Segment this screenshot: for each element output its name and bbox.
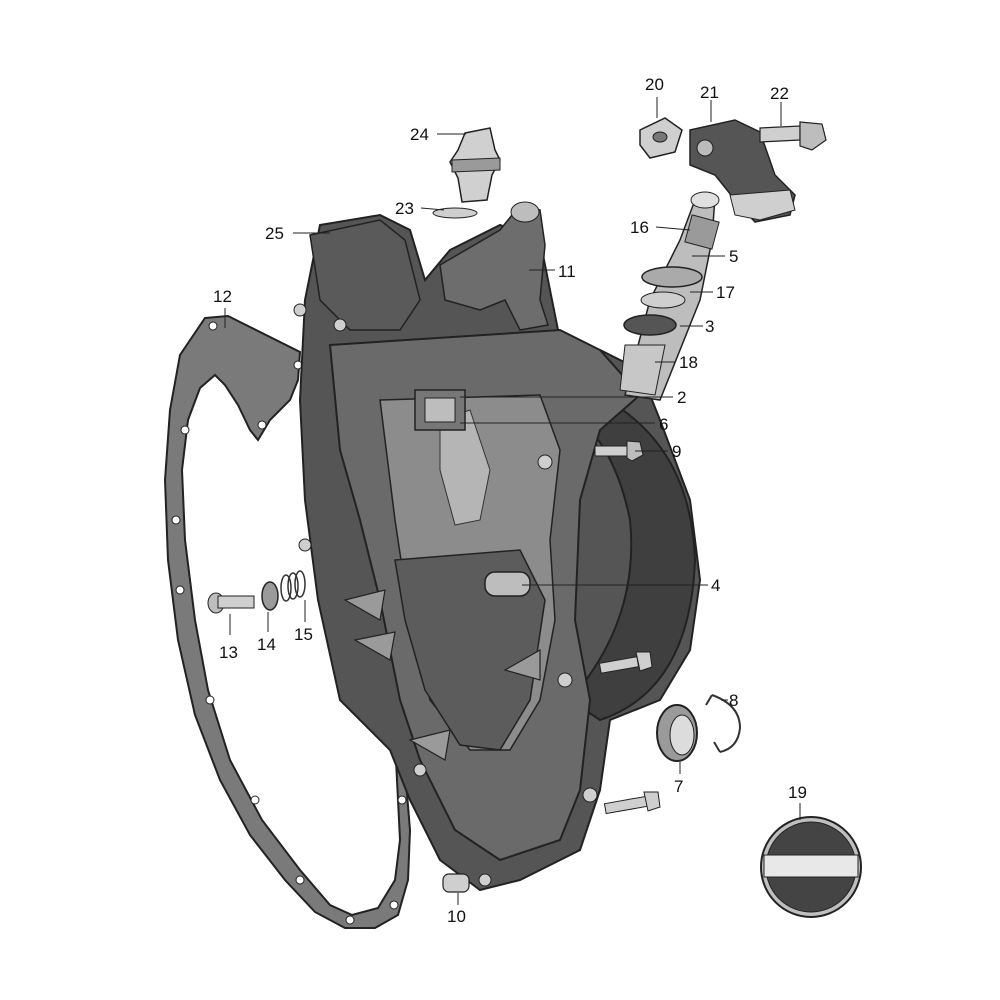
callout-17: 17 [716, 283, 735, 302]
callout-13: 13 [219, 643, 238, 662]
callout-6: 6 [659, 415, 668, 434]
part-gasket [163, 314, 412, 929]
callout-16: 16 [630, 218, 649, 237]
callout-2: 2 [677, 388, 686, 407]
part-bracket [439, 201, 549, 331]
part-washer [432, 207, 478, 219]
callout-24: 24 [410, 125, 429, 144]
part-filler-plug [449, 127, 501, 203]
part-crankcase-cover [293, 213, 702, 892]
callout-23: 23 [395, 199, 414, 218]
flange-long-bolts [598, 651, 661, 815]
callout-19: 19 [788, 783, 807, 802]
callout-25: 25 [265, 224, 284, 243]
callout-3: 3 [705, 317, 714, 336]
part-shift-shaft [619, 191, 720, 401]
callout-20: 20 [645, 75, 664, 94]
callout-5: 5 [729, 247, 738, 266]
callout-15: 15 [294, 625, 313, 644]
callout-9: 9 [672, 442, 681, 461]
callout-11: 11 [558, 262, 576, 281]
part-lever-bolt [759, 121, 827, 151]
callout-labels: 20 21 22 24 23 25 11 12 16 5 17 3 18 2 6… [213, 75, 807, 926]
part-bolt-13 [207, 592, 255, 614]
part-circlip-8 [711, 694, 742, 753]
part-washer-14 [261, 581, 279, 611]
callout-18: 18 [679, 353, 698, 372]
callout-22: 22 [770, 84, 789, 103]
part-nut [639, 117, 683, 159]
callout-8: 8 [729, 691, 738, 710]
part-ring-7 [656, 704, 698, 762]
gasket-bolt-holes [171, 321, 407, 925]
callout-4: 4 [711, 576, 720, 595]
part-spring-15 [280, 570, 306, 602]
callout-7: 7 [674, 777, 683, 796]
callout-14: 14 [257, 635, 276, 654]
casting-ribs [343, 589, 541, 761]
callout-10: 10 [447, 907, 466, 926]
leader-lines [224, 97, 801, 905]
flange-bolts [293, 303, 598, 887]
part-dowel [442, 873, 470, 893]
callout-21: 21 [700, 83, 719, 102]
callout-12: 12 [213, 287, 232, 306]
part-shift-lever [689, 119, 796, 223]
gasket-body [163, 314, 412, 929]
part-cap-19 [760, 816, 862, 918]
